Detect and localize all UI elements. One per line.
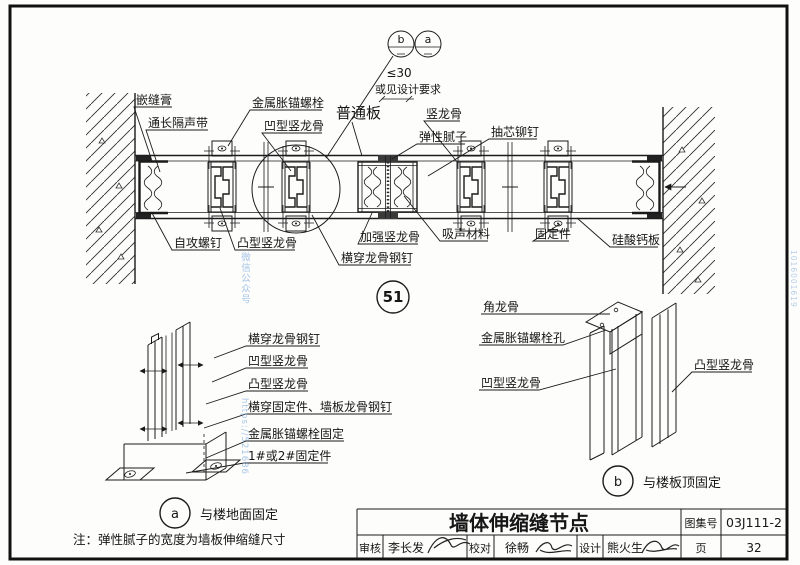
label-anchor-bolt: 金属胀锚螺栓	[252, 95, 324, 110]
proof-label: 校对	[469, 541, 491, 555]
a-label-fixing-no: 1#或2#固定件	[248, 448, 331, 463]
label-through-nail: 横穿龙骨钢钉	[341, 250, 413, 265]
bubble-b-letter: b	[398, 33, 405, 46]
label-convex-stud: 凸型竖龙骨	[237, 236, 297, 250]
detail-a-bubble-letter: a	[171, 507, 179, 522]
label-self-tap-screw: 自攻螺钉	[174, 236, 222, 250]
title-block: 墙体伸缩缝节点 图集号 03J111-2 页 32 审核 李长发 校对 徐畅 设…	[356, 508, 787, 558]
right-wall-hatch	[663, 107, 715, 294]
label-common-board: 普通板	[336, 104, 381, 122]
label-sound-absorb: 吸声材料	[442, 227, 490, 241]
detail-b-drawing: 角龙骨 金属胀锚螺栓孔 凹型竖龙骨 凸型竖龙骨 b 与楼板顶固定	[479, 300, 754, 497]
label-reinforced-stud: 加强竖龙骨	[360, 230, 420, 244]
enlargement-circle	[251, 144, 341, 234]
label-sound-strip: 通长隔声带	[148, 116, 208, 130]
detail-b-bubble-letter: b	[614, 475, 622, 490]
design-label: 设计	[579, 542, 601, 555]
detail-b-leaders	[479, 313, 752, 393]
detail-a-leaders	[185, 345, 392, 474]
label-concave-stud: 凹型竖龙骨	[264, 119, 324, 133]
atlas-no-label: 图集号	[685, 516, 718, 530]
detail-a-drawing: 横穿龙骨钢钉 凹型竖龙骨 凸型竖龙骨 横穿固定件、墙板龙骨钢钉 金属胀锚螺栓固定…	[104, 321, 392, 529]
left-end-channel	[138, 160, 168, 215]
caulk-pads	[136, 155, 662, 218]
detail-a-caption: 与楼地面固定	[200, 508, 278, 523]
sheet-title: 墙体伸缩缝节点	[449, 511, 589, 535]
detail-number-circle	[376, 280, 410, 314]
label-elastic-putty: 弹性腻子	[419, 130, 467, 144]
page-number: 32	[746, 541, 761, 555]
left-wall-hatch	[86, 93, 135, 284]
base-plate-right	[190, 459, 242, 473]
right-end-channel	[632, 160, 661, 215]
detail-a-bubble	[159, 497, 191, 529]
anchor-hole-1	[613, 307, 619, 313]
atlas-no-value: 03J111-2	[726, 515, 782, 530]
stud-assembly-1	[203, 140, 241, 232]
dim-value: ≤30	[386, 66, 411, 80]
stud-assembly-2	[277, 140, 315, 232]
watermark-left-top: 微信公众号	[239, 252, 250, 305]
b-label-concave-stud: 凹型竖龙骨	[481, 376, 541, 390]
angle-runner-lip	[609, 311, 643, 355]
label-fixing-piece: 固定件	[535, 226, 571, 241]
b-label-angle-runner: 角龙骨	[483, 300, 519, 314]
a-label-through-fixing: 横穿固定件、墙板龙骨钢钉	[248, 399, 392, 414]
proofreader-name: 徐畅	[505, 540, 529, 555]
reviewer-name: 李长发	[388, 540, 424, 555]
base-plate-left	[104, 467, 156, 481]
designer-name: 熊火生	[607, 540, 643, 555]
watermark-left-bottom: https://521686	[239, 398, 249, 475]
joint-dimension: ≤30 或见设计要求	[375, 66, 441, 103]
page-label: 页	[696, 542, 707, 555]
a-label-anchor-fix: 金属胀锚螺栓固定	[248, 426, 344, 441]
elastic-putty-pad-top	[378, 155, 398, 162]
a-label-through-nail: 横穿龙骨钢钉	[248, 331, 320, 346]
page-border	[8, 4, 789, 561]
detail-b-bubble	[602, 465, 634, 497]
a-label-concave-stud: 凹型竖龙骨	[248, 354, 308, 368]
watermark-right: 1016001619	[789, 250, 798, 308]
stud-assembly-3	[452, 140, 490, 232]
review-label: 审核	[359, 541, 381, 555]
leader-lines	[133, 106, 658, 266]
label-ca-silicate-board: 硅酸钙板	[612, 232, 660, 247]
label-blind-rivet: 抽芯铆钉	[491, 124, 539, 139]
main-section-drawing: b a ≤30 或见设计要求 嵌	[86, 30, 715, 314]
label-stud: 竖龙骨	[426, 107, 462, 121]
b-label-anchor-hole: 金属胀锚螺栓孔	[481, 330, 565, 345]
bubble-a-letter: a	[425, 33, 432, 46]
detail-b-caption: 与楼板顶固定	[643, 476, 721, 491]
footnote: 注：弹性腻子的宽度为墙板伸缩缝尺寸	[73, 532, 286, 547]
dim-alt-note: 或见设计要求	[375, 83, 441, 96]
elastic-putty-pad-bottom	[378, 212, 398, 219]
stud-assembly-4	[539, 140, 577, 232]
detail-number: 51	[383, 288, 404, 306]
anchor-hole-2	[599, 322, 605, 328]
detail-ref-bubbles: b a	[325, 30, 442, 159]
b-label-convex-stud: 凸型竖龙骨	[694, 358, 754, 372]
label-caulk: 嵌缝膏	[136, 92, 172, 107]
a-label-convex-stud: 凸型竖龙骨	[248, 377, 308, 391]
signatures	[427, 537, 680, 554]
expansion-joint	[357, 155, 418, 219]
